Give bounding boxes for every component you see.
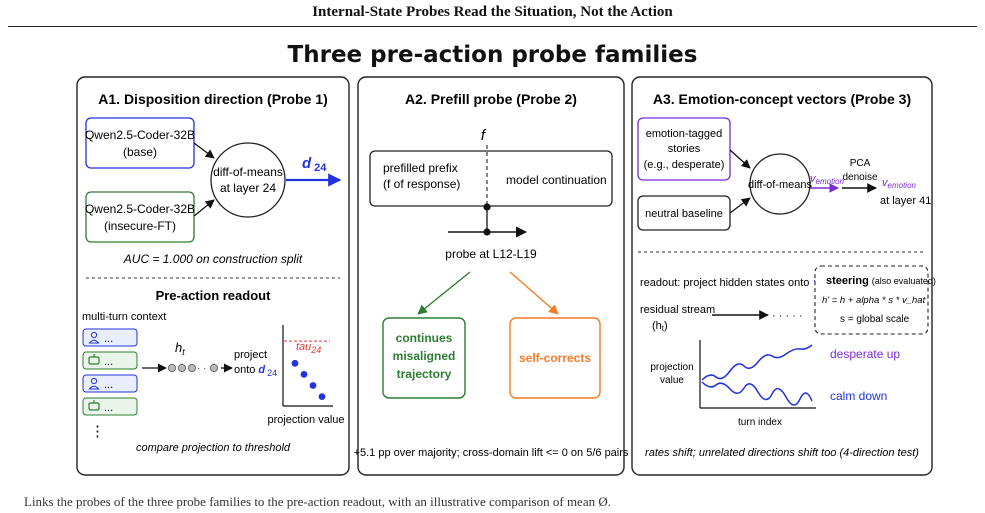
v-emotion-denoised-label: vemotion [882, 177, 917, 190]
svg-text:stories: stories [668, 143, 701, 155]
layer-41-label: at layer 41 [880, 195, 931, 207]
steering-box [814, 265, 929, 335]
header-rule [8, 26, 977, 27]
base-to-diff-arrow [193, 142, 215, 159]
svg-text:diff-of-means: diff-of-means [748, 179, 812, 191]
probe-tap-point [483, 203, 491, 211]
svg-text:...: ... [104, 356, 113, 368]
panel-a1-title: A1. Disposition direction (Probe 1) [98, 91, 327, 107]
calm-down-trajectory [701, 381, 813, 406]
panel-a2-title: A2. Prefill probe (Probe 2) [405, 91, 577, 107]
projection-point [300, 371, 308, 378]
svg-text:neutral baseline: neutral baseline [645, 208, 723, 220]
context-label: multi-turn context [82, 311, 166, 323]
stories-to-diff-arrow [729, 149, 751, 169]
context-message-bot-1: ... [82, 351, 138, 370]
ft-to-diff-arrow [193, 199, 215, 217]
panel-a2: A2. Prefill probe (Probe 2) f prefilled … [354, 76, 629, 476]
steering-scale: s = global scale [840, 314, 910, 325]
residual-dots: · · · · · [772, 310, 803, 322]
user-icon [90, 331, 98, 339]
figure-caption: Links the probes of the three probe fami… [24, 494, 611, 509]
ft-model-box [85, 191, 195, 243]
steering-title: steering(also evaluated) [826, 275, 936, 287]
emotion-stories-box [637, 117, 731, 181]
desperate-up-label: desperate up [830, 347, 900, 361]
residual-stream-label: residual stream [640, 304, 715, 316]
probe-layer-label: probe at L12-L19 [445, 247, 537, 261]
svg-text:...: ... [104, 402, 113, 414]
misaligned-branch-arrow [417, 271, 471, 315]
panel-a3-caption: rates shift; unrelated directions shift … [645, 447, 919, 459]
prefix-text-1: prefilled prefix [383, 161, 458, 175]
figure-title: Three pre-action probe families [287, 42, 698, 68]
ft-model-name: Qwen2.5-Coder-32B [85, 202, 195, 216]
turn-index-label: turn index [738, 417, 782, 428]
hidden-state-chain: · · · [167, 363, 218, 374]
base-model-name: Qwen2.5-Coder-32B [85, 128, 195, 142]
context-message-user-2: ... [82, 374, 138, 393]
projection-axis-label: projection value [267, 414, 344, 426]
threshold-label: tau24 [296, 341, 321, 355]
svg-text:misaligned: misaligned [393, 349, 456, 363]
v-emotion-raw-label: vemotion [810, 173, 845, 186]
context-message-bot-2: ... [82, 397, 138, 416]
readout-title: Pre-action readout [156, 288, 272, 303]
trajectory-plot: projection value desperate up calm down … [650, 340, 900, 428]
prefix-text-2: (f of response) [383, 177, 460, 191]
panel-a2-caption: +5.1 pp over majority; cross-domain lift… [354, 447, 629, 459]
self-correct-branch-arrow [509, 271, 559, 315]
panel-a3-title: A3. Emotion-concept vectors (Probe 3) [653, 91, 911, 107]
diff-node-line1: diff-of-means [213, 165, 283, 179]
svg-text:projection: projection [650, 362, 693, 373]
panel-a3-border [631, 76, 933, 476]
neutral-to-diff-arrow [729, 197, 751, 214]
panel-a1: A1. Disposition direction (Probe 1) Qwen… [76, 76, 350, 476]
svg-text:self-corrects: self-corrects [519, 351, 591, 365]
project-label-1: project [234, 349, 267, 361]
panel-a3: A3. Emotion-concept vectors (Probe 3) em… [631, 76, 936, 476]
projection-point [291, 359, 299, 367]
panel-a2-border [357, 76, 625, 476]
panel-a1-border [76, 76, 350, 476]
svg-text:denoise: denoise [842, 172, 877, 183]
ft-model-tag: (insecure-FT) [104, 219, 176, 233]
svg-text:continues: continues [396, 331, 453, 345]
svg-text:...: ... [104, 379, 113, 391]
diff-node-line2: at layer 24 [220, 181, 276, 195]
context-more: ⋮ [90, 423, 105, 440]
residual-stream-symbol: (ht) [652, 320, 668, 333]
desperate-up-trajectory [701, 344, 813, 381]
user-icon [90, 377, 98, 385]
projection-plot: tau24 projection value [267, 325, 345, 426]
calm-down-label: calm down [830, 389, 887, 403]
svg-text:trajectory: trajectory [397, 367, 452, 381]
projection-point [309, 382, 317, 389]
svg-text:· · ·: · · · [197, 363, 213, 374]
context-message-user-1: ... [82, 328, 138, 347]
hidden-state-label: ht [175, 340, 185, 357]
svg-text:...: ... [104, 333, 113, 345]
auc-note: AUC = 1.000 on construction split [123, 252, 303, 266]
page-header-title: Internal-State Probes Read the Situation… [312, 4, 673, 20]
svg-text:value: value [660, 375, 684, 386]
svg-text:(e.g., desperate): (e.g., desperate) [644, 159, 725, 171]
misaligned-outcome-box [382, 317, 466, 399]
base-model-box [85, 117, 195, 169]
continuation-text: model continuation [506, 173, 607, 187]
emotion-diff-of-means-node [749, 153, 811, 215]
base-model-tag: (base) [123, 145, 157, 159]
prefill-sequence-box [369, 150, 613, 207]
steering-formula: h' = h + alpha * s * v_hat [822, 295, 926, 306]
panel-a1-caption: compare projection to threshold [136, 442, 291, 454]
self-correct-outcome-box [509, 317, 601, 399]
diff-of-means-node [210, 142, 286, 218]
svg-text:PCA: PCA [850, 158, 871, 169]
svg-text:emotion-tagged: emotion-tagged [646, 128, 722, 140]
prefill-fraction-label: f [481, 127, 487, 144]
projection-point [318, 393, 326, 400]
